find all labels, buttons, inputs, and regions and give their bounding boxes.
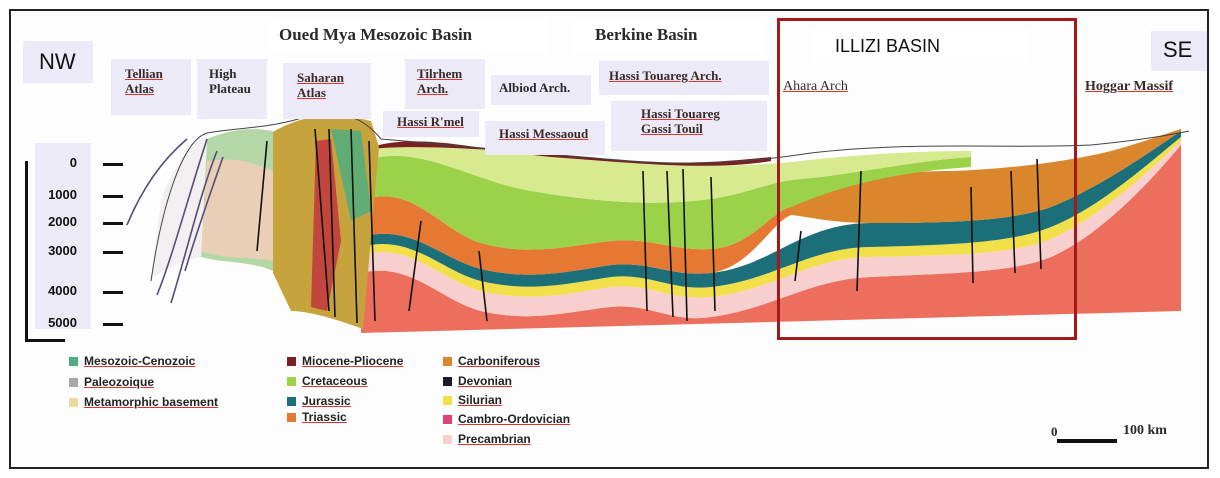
legend-item: Precambrian [443, 431, 531, 447]
legend-item: Devonian [443, 373, 512, 389]
legend-item: Miocene-Pliocene [287, 353, 403, 369]
depth-label-4000: 4000 [17, 283, 77, 298]
depth-tick-5000 [103, 323, 123, 326]
legend-item: Jurassic [287, 393, 351, 409]
legend-swatch-carboniferous [443, 357, 452, 366]
legend-item: Cambro-Ordovician [443, 411, 570, 427]
hassi-rmel-label: Hassi R'mel [397, 115, 464, 130]
legend-item: Silurian [443, 392, 502, 408]
scale-label: 100 km [1123, 423, 1167, 439]
legend-swatch-triassic [287, 413, 296, 422]
depth-label-box [35, 143, 91, 329]
legend-swatch-paleozoique [69, 378, 78, 387]
illizi-basin-highlight [777, 18, 1077, 340]
scale-bar [1057, 439, 1117, 443]
saharan-atlas-label: Saharan Atlas [297, 71, 344, 101]
legend-item: Triassic [287, 409, 347, 425]
se-direction: SE [1163, 37, 1192, 63]
tellian-atlas-label: Tellian Atlas [125, 67, 163, 97]
legend-swatch-mesozoic-cenozoic [69, 357, 78, 366]
depth-tick-3000 [103, 251, 123, 254]
legend-item: Metamorphic basement [69, 394, 218, 410]
hassi-touareg-arch-label: Hassi Touareg Arch. [609, 69, 722, 84]
depth-label-5000: 5000 [17, 315, 77, 330]
legend-swatch-silurian [443, 396, 452, 405]
ahara-arch-label: Ahara Arch [783, 79, 848, 95]
legend-swatch-precambrian [443, 435, 452, 444]
albiod-arch-label: Albiod Arch. [499, 81, 570, 96]
depth-tick-0 [103, 163, 123, 166]
legend-swatch-cretaceous [287, 377, 296, 386]
scale-zero: 0 [1051, 425, 1058, 440]
legend-swatch-miocene-pliocene [287, 357, 296, 366]
oued-mya-label: Oued Mya Mesozoic Basin [279, 25, 472, 45]
legend-item: Mesozoic-Cenozoic [69, 353, 195, 369]
depth-label-2000: 2000 [17, 214, 77, 229]
depth-label-3000: 3000 [17, 243, 77, 258]
legend-item: Cretaceous [287, 373, 367, 389]
legend-swatch-metamorphic-basement [69, 398, 78, 407]
depth-tick-4000 [103, 291, 123, 294]
depth-axis-base [25, 339, 65, 342]
legend-swatch-jurassic [287, 397, 296, 406]
hassi-messaoud-label: Hassi Messaoud [499, 127, 588, 142]
depth-label-0: 0 [17, 155, 77, 170]
nw-direction: NW [39, 49, 76, 75]
hoggar-massif-label: Hoggar Massif [1085, 79, 1173, 95]
legend-swatch-cambro-ordovician [443, 415, 452, 424]
cross-section-figure: Oued Mya Mesozoic Basin Berkine Basin IL… [9, 9, 1209, 469]
legend-item: Paleozoique [69, 374, 154, 390]
depth-tick-1000 [103, 195, 123, 198]
depth-label-1000: 1000 [17, 187, 77, 202]
depth-tick-2000 [103, 222, 123, 225]
tilrhem-arch-label: Tilrhem Arch. [417, 67, 462, 97]
legend-swatch-devonian [443, 377, 452, 386]
hassi-touareg-gassi-label: Hassi Touareg Gassi Touil [641, 107, 720, 137]
illizi-basin-title: ILLIZI BASIN [811, 29, 1029, 63]
legend-item: Carboniferous [443, 353, 540, 369]
high-plateau-label: High Plateau [209, 67, 251, 97]
berkine-label: Berkine Basin [595, 25, 698, 45]
